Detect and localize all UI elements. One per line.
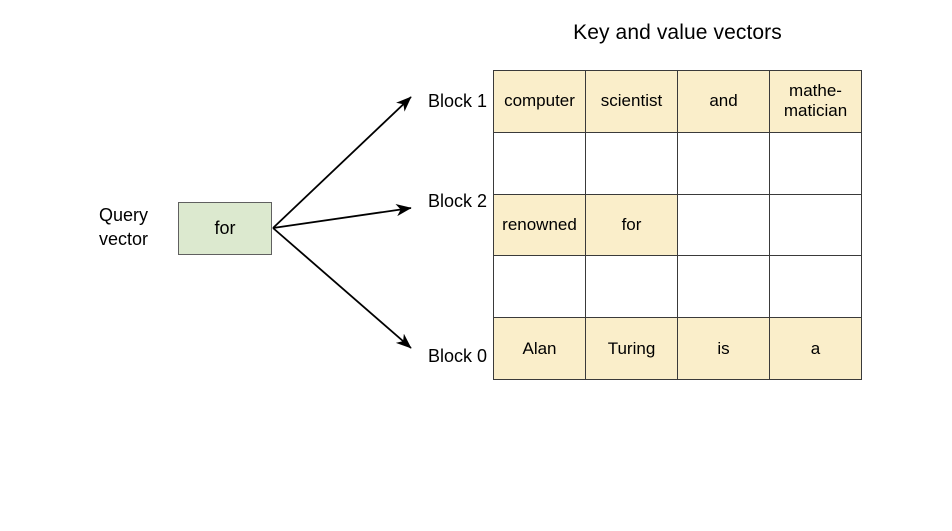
arrow-to-block-2 bbox=[272, 204, 412, 229]
query-vector-label-line2: vector bbox=[99, 229, 149, 249]
grid-cell[interactable] bbox=[586, 256, 678, 318]
grid-row bbox=[494, 256, 861, 319]
query-vector-label: Query vector bbox=[99, 203, 171, 251]
key-value-grid: computer scientist and mathe-matician re… bbox=[493, 70, 862, 380]
grid-row: computer scientist and mathe-matician bbox=[494, 71, 861, 133]
grid-cell[interactable]: computer bbox=[494, 71, 586, 132]
grid-cell[interactable] bbox=[678, 132, 770, 194]
grid-cell[interactable]: mathe-matician bbox=[770, 71, 861, 132]
grid-cell[interactable] bbox=[678, 256, 770, 318]
grid-cell[interactable]: Turing bbox=[586, 318, 678, 379]
block-label-0: Block 0 bbox=[427, 346, 487, 366]
grid-row: Alan Turing is a bbox=[494, 318, 861, 379]
arrow-to-block-1 bbox=[272, 96, 412, 229]
grid-cell[interactable] bbox=[770, 132, 861, 194]
grid-cell[interactable] bbox=[494, 256, 586, 318]
grid-cell[interactable]: a bbox=[770, 318, 861, 379]
grid-row: renowned for bbox=[494, 194, 861, 257]
query-vector-box[interactable]: for bbox=[178, 202, 272, 255]
grid-cell[interactable] bbox=[770, 256, 861, 318]
grid-cell[interactable] bbox=[770, 194, 861, 256]
grid-row bbox=[494, 132, 861, 195]
query-vector-label-line1: Query bbox=[99, 205, 149, 225]
grid-cell[interactable]: renowned bbox=[494, 194, 586, 256]
block-label-1: Block 1 bbox=[427, 91, 487, 111]
grid-cell[interactable] bbox=[494, 132, 586, 194]
page-title: Key and value vectors bbox=[573, 21, 782, 44]
grid-cell[interactable]: scientist bbox=[586, 71, 678, 132]
arrow-to-block-0 bbox=[272, 227, 412, 349]
grid-cell[interactable] bbox=[678, 194, 770, 256]
grid-cell[interactable]: and bbox=[678, 71, 770, 132]
block-label-2: Block 2 bbox=[427, 191, 487, 211]
grid-cell[interactable]: Alan bbox=[494, 318, 586, 379]
grid-cell[interactable]: for bbox=[586, 194, 678, 256]
grid-cell[interactable]: is bbox=[678, 318, 770, 379]
query-vector-token: for bbox=[214, 218, 236, 238]
grid-cell[interactable] bbox=[586, 132, 678, 194]
